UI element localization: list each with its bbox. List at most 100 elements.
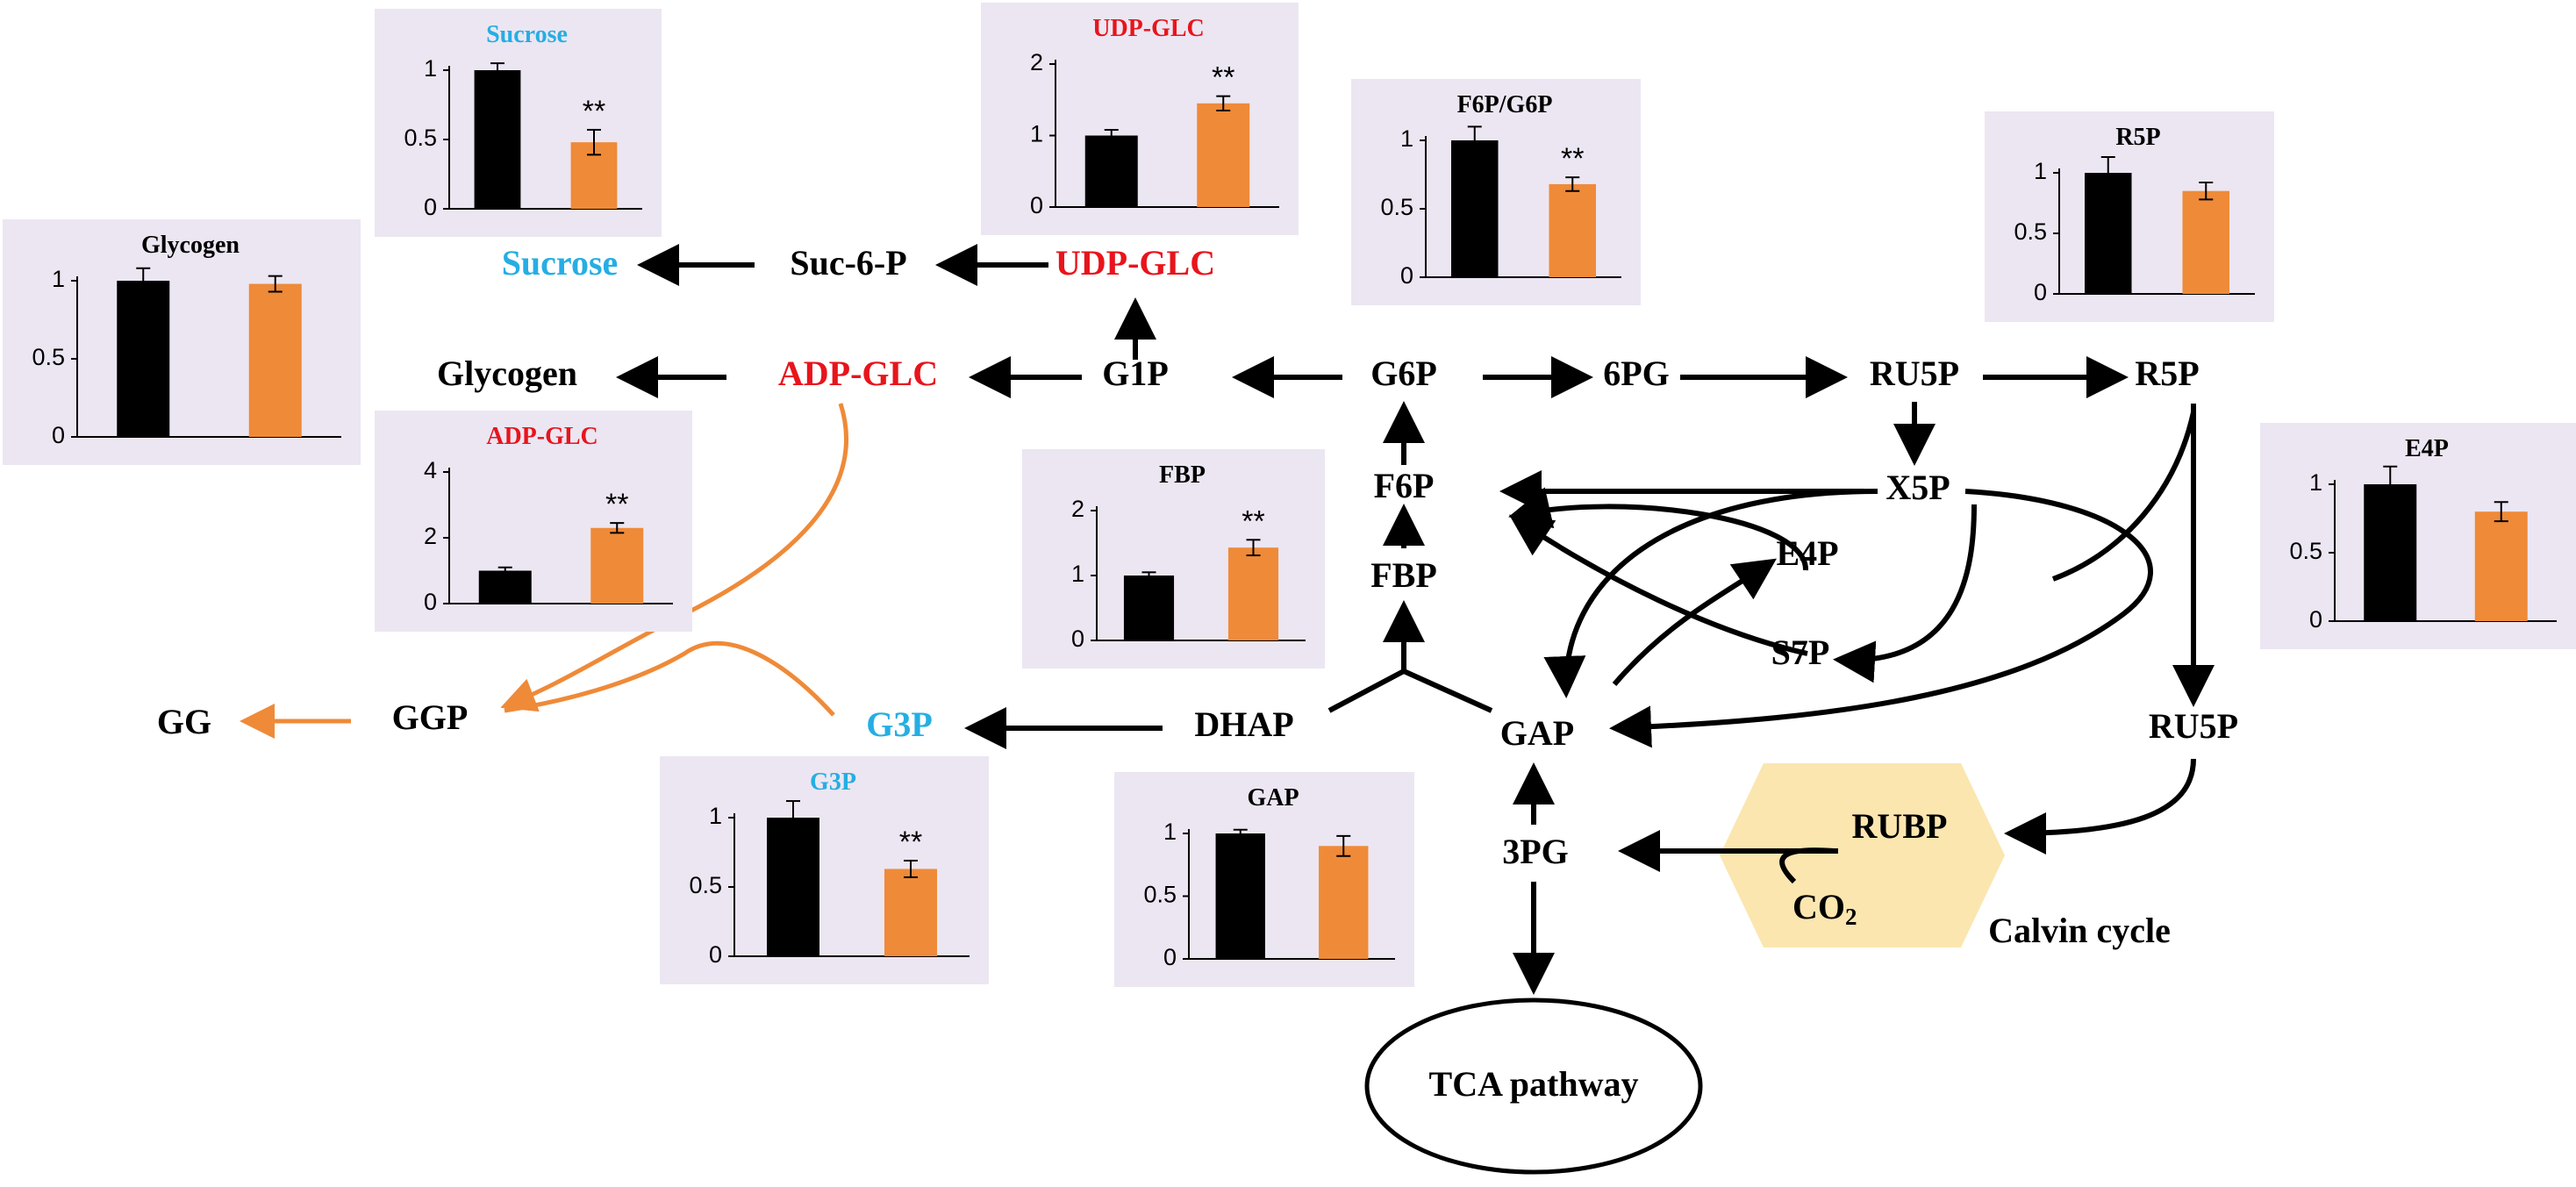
chart-bar-treatment <box>590 527 644 604</box>
co2-subscript: 2 <box>1845 904 1857 930</box>
chart-tick-label: 0.5 <box>1380 194 1413 220</box>
chart-bar-treatment <box>248 283 302 437</box>
chart-bar-control <box>2084 173 2132 294</box>
node-rubp: RUBP <box>1852 806 1948 846</box>
chart-tick-label: 0.5 <box>1143 882 1177 908</box>
chart-significance-label: ** <box>1561 142 1584 175</box>
chart-tick-label: 0.5 <box>32 344 65 370</box>
chart-tick-label: 1 <box>52 266 65 292</box>
chart-sucrose: Sucrose 0 0.5 1 ** <box>375 9 662 237</box>
node-fbp: FBP <box>1370 555 1437 595</box>
node-co2: CO2 <box>1792 887 1857 930</box>
arrow-x5p-gap-left <box>1543 489 1878 698</box>
chart-tick-label: 2 <box>1071 496 1084 522</box>
chart-tick-label: 2 <box>1030 49 1043 75</box>
chart-significance-label: ** <box>605 488 628 521</box>
tca-pathway-ellipse <box>1364 998 1703 1175</box>
arrow-r5p-curve <box>2051 411 2196 582</box>
chart-tick-label: 0 <box>424 194 437 220</box>
chart-bar-treatment <box>2182 190 2230 294</box>
chart-significance-label: ** <box>899 826 922 859</box>
chart-glycogen: Glycogen 0 0.5 1 <box>3 219 361 465</box>
node-g3p: G3P <box>866 704 933 744</box>
node-3pg: 3PG <box>1502 832 1569 871</box>
chart-tick-label: 1 <box>2034 158 2047 184</box>
node-suc6p: Suc-6-P <box>790 243 906 282</box>
node-udpglc: UDP-GLC <box>1055 243 1215 282</box>
arrow-x5p-r5p-gap <box>1609 489 2153 748</box>
arrow-gap-s7p-e4p-loop <box>1612 558 1777 686</box>
chart-tick-label: 1 <box>424 55 437 82</box>
chart-tick-label: 1 <box>2309 469 2322 496</box>
node-x5p: X5P <box>1885 468 1950 507</box>
node-f6p: F6P <box>1374 466 1435 505</box>
chart-bar-treatment <box>884 869 937 956</box>
node-sucrose: Sucrose <box>502 243 619 282</box>
arrow-s7p-f6p <box>1509 514 1808 656</box>
chart-tick-label: 0 <box>1163 944 1177 970</box>
chart-bar-control <box>478 570 532 604</box>
chart-title-e4p: E4P <box>2405 435 2449 462</box>
node-6pg: 6PG <box>1603 354 1670 393</box>
node-r5p: R5P <box>2135 354 2199 393</box>
chart-bar-control <box>117 281 170 437</box>
chart-tick-label: 1 <box>1071 561 1084 587</box>
chart-title-udpglc: UDP-GLC <box>1092 15 1205 42</box>
chart-bar-treatment <box>1549 183 1597 277</box>
orange-pathway-arrows <box>240 403 848 739</box>
chart-tick-label: 0 <box>2034 279 2047 305</box>
chart-bar-control <box>474 70 521 209</box>
chart-significance-label: ** <box>1212 61 1234 95</box>
chart-tick-label: 2 <box>424 523 437 549</box>
arrow-g3p-ggp <box>504 641 835 717</box>
chart-tick-label: 0.5 <box>404 125 437 151</box>
node-calvin: Calvin cycle <box>1988 911 2171 950</box>
chart-tick-label: 1 <box>1030 121 1043 147</box>
chart-bar-control <box>1084 135 1138 207</box>
chart-bar-treatment <box>1319 846 1369 959</box>
node-ru5p-top: RU5P <box>1870 354 1959 393</box>
chart-tick-label: 0 <box>52 422 65 448</box>
chart-tick-label: 0 <box>1400 262 1413 289</box>
chart-tick-label: 1 <box>1163 819 1177 845</box>
node-ru5p-bottom: RU5P <box>2149 706 2238 746</box>
arrow-adpglc-ggp <box>500 403 848 712</box>
mini-charts: Sucrose00.51**UDP-GLC012**F6P/G6P00.51**… <box>3 3 2576 987</box>
chart-title-fbp: FBP <box>1159 461 1206 489</box>
node-labels: Sucrose Suc-6-P UDP-GLC Glycogen ADP-GLC… <box>157 243 2238 1104</box>
arrow-e4p-f6p <box>1508 487 1809 571</box>
chart-bar-control <box>767 818 819 956</box>
chart-title-r5p: R5P <box>2115 124 2160 151</box>
node-gap: GAP <box>1500 713 1574 753</box>
node-dhap: DHAP <box>1194 704 1293 744</box>
chart-title-adpglc: ADP-GLC <box>486 423 598 450</box>
chart-bar-control <box>2364 484 2417 621</box>
chart-tick-label: 0 <box>2309 606 2322 633</box>
chart-tick-label: 0 <box>1071 626 1084 652</box>
chart-tick-label: 0.5 <box>689 872 722 898</box>
chart-title-sucrose: Sucrose <box>486 21 568 48</box>
node-g1p: G1P <box>1102 354 1169 393</box>
node-gg: GG <box>157 702 211 741</box>
chart-bar-control <box>1450 140 1499 277</box>
calvin-cycle-hexagon <box>1720 763 2005 947</box>
pathway-arrows <box>616 244 2215 995</box>
arrow-gap-x5p-s7p <box>1833 504 1977 683</box>
chart-title-glycogen: Glycogen <box>141 232 240 259</box>
node-g6p: G6P <box>1370 354 1437 393</box>
chart-significance-label: ** <box>583 95 605 128</box>
chart-tick-label: 4 <box>424 457 437 483</box>
chart-bar-treatment <box>2474 511 2528 621</box>
chart-gap: GAP 0 0.5 1 <box>1114 772 1414 987</box>
node-glycogen: Glycogen <box>437 354 577 393</box>
chart-tick-label: 0.5 <box>2289 538 2322 564</box>
node-s7p: S7P <box>1771 633 1830 672</box>
chart-tick-label: 1 <box>709 803 722 829</box>
chart-title-gap: GAP <box>1247 784 1299 812</box>
